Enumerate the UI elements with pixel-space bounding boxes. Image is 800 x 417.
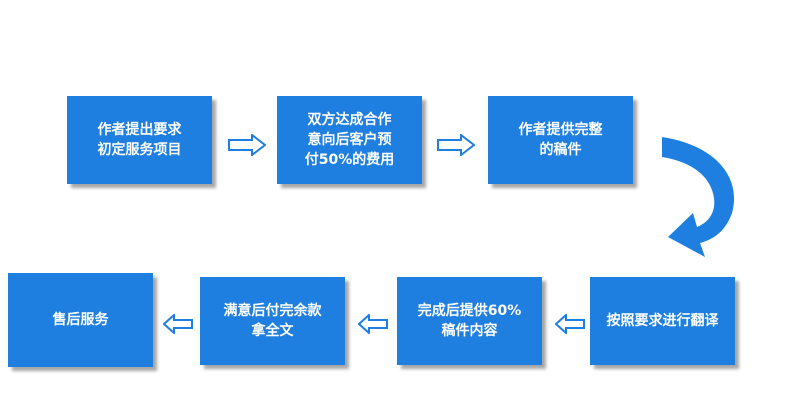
curved-arrow-icon	[662, 137, 735, 257]
step-4-box: 按照要求进行翻译	[590, 277, 735, 365]
step-5-label: 完成后提供60% 稿件内容	[417, 303, 522, 339]
step-4-label: 按照要求进行翻译	[606, 313, 719, 329]
left-arrow-icon	[358, 314, 388, 334]
step-1-box: 作者提出要求 初定服务项目	[67, 96, 212, 184]
step-1-label: 作者提出要求 初定服务项目	[97, 122, 182, 158]
left-arrow-icon	[555, 314, 585, 334]
step-6-box: 满意后付完余款 拿全文	[200, 277, 345, 365]
right-arrow-icon	[437, 134, 475, 156]
step-5-box: 完成后提供60% 稿件内容	[397, 277, 542, 365]
step-3-box: 作者提供完整 的稿件	[488, 96, 633, 184]
step-7-box: 售后服务	[8, 273, 153, 367]
step-6-label: 满意后付完余款 拿全文	[223, 303, 322, 339]
step-2-box: 双方达成合作 意向后客户预 付50%的费用	[277, 96, 422, 184]
step-3-label: 作者提供完整 的稿件	[518, 122, 603, 158]
right-arrow-icon	[228, 134, 266, 156]
step-2-label: 双方达成合作 意向后客户预 付50%的费用	[304, 112, 395, 168]
step-7-label: 售后服务	[52, 312, 109, 328]
left-arrow-icon	[163, 314, 193, 334]
